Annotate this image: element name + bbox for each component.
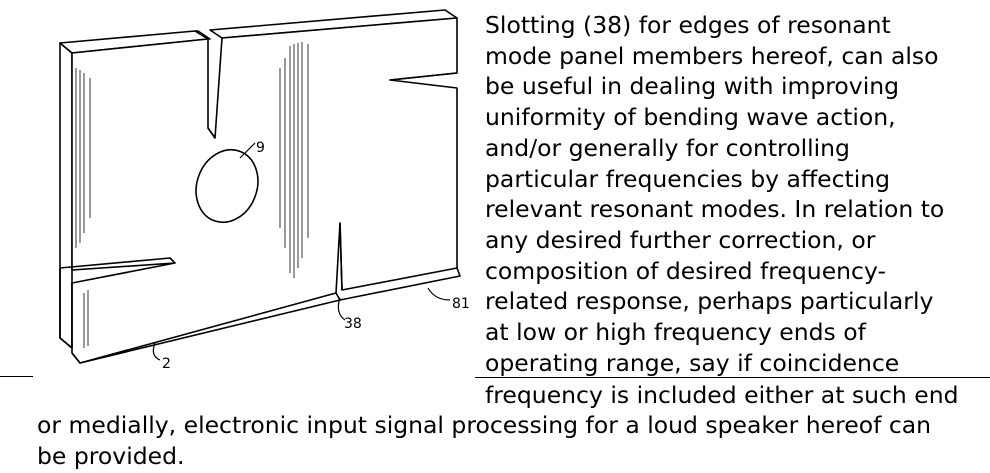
text-line: Slotting (38) for edges of resonant [485,11,891,39]
text-line-continuation: frequency is included either at such end [485,381,959,409]
text-line: be useful in dealing with improving [485,72,900,101]
text-line: and/or generally for controlling [485,133,850,162]
ref-label-slot: 38 [344,316,362,332]
text-line: mode panel members hereof, can also [485,41,939,70]
ref-label-panel-edge: 81 [452,296,470,312]
text-line: at low or high frequency ends of [485,318,866,347]
text-line: particular frequencies by affecting [485,164,891,193]
text-line: or medially, electronic input signal pro… [37,411,932,439]
ref-label-panel: 2 [162,356,171,372]
text-line: related response, perhaps particularly [485,287,934,316]
body-text-column: Slotting (38) for edges of resonant mode… [485,10,985,378]
full-width-text: or medially, electronic input signal pro… [37,410,987,471]
text-line: any desired further correction, or [485,225,876,254]
horizontal-rule [0,376,33,377]
text-line: uniformity of bending wave action, [485,103,896,132]
text-line: operating range, say if coincidence [485,348,900,377]
text-line: relevant resonant modes. In relation to [485,195,945,224]
ref-label-aperture: 9 [256,140,265,156]
text-line: composition of desired frequency- [485,256,886,285]
slotted-panel-drawing: 9 81 38 2 [59,9,470,372]
text-line: be provided. [37,441,185,470]
patent-figure: 9 81 38 2 [40,8,480,378]
horizontal-rule [475,377,990,378]
aperture-circle [195,148,259,224]
